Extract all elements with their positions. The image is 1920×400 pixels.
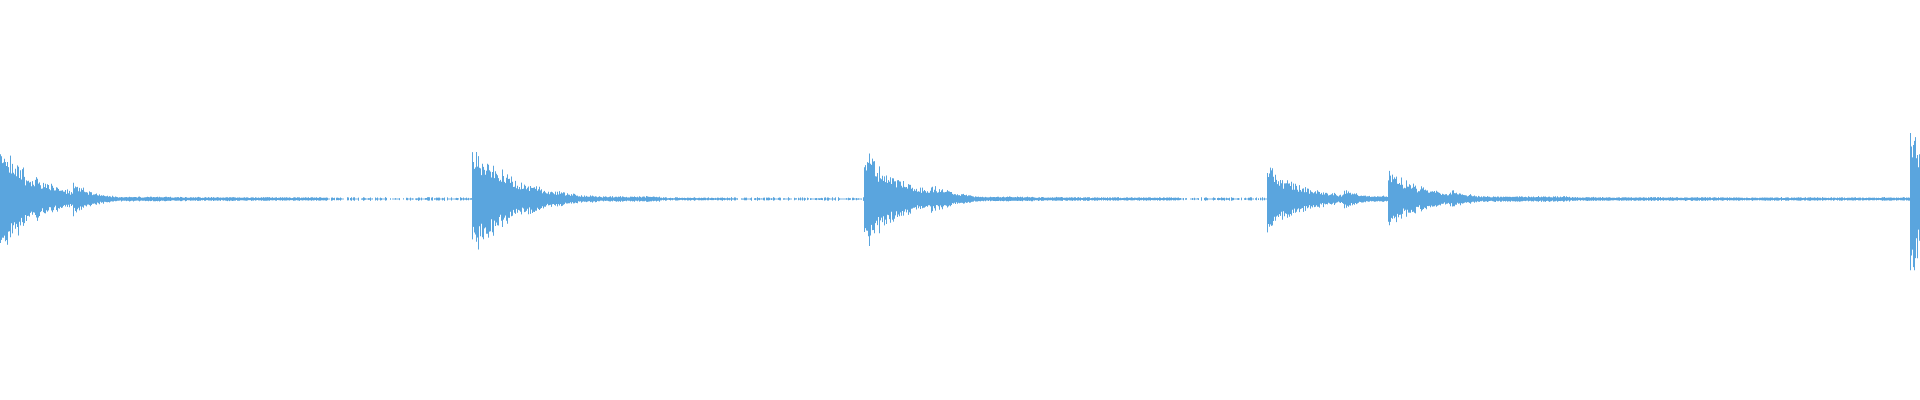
- waveform-peaks: [0, 133, 1920, 271]
- waveform-bars: [0, 133, 1920, 271]
